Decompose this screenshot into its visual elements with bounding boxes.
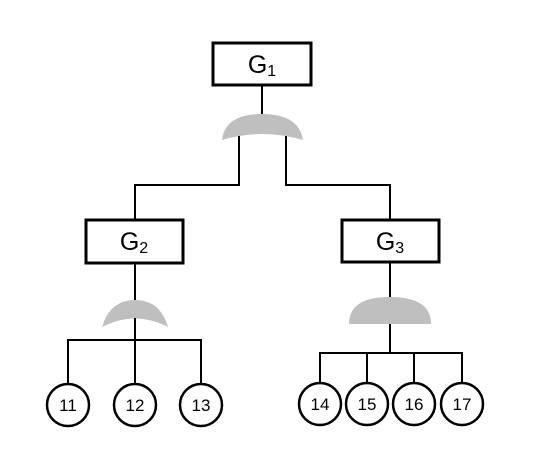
event-label: 16 <box>405 395 424 414</box>
event-label: 11 <box>59 396 77 415</box>
or-gate-g1-icon <box>222 114 303 140</box>
basic-event-15: 15 <box>344 381 390 427</box>
basic-event-17: 17 <box>439 381 485 427</box>
event-label: 12 <box>126 396 145 415</box>
gate-g1-label: G1 <box>248 51 276 80</box>
basic-event-11: 11 <box>45 382 91 428</box>
event-circle <box>439 381 485 427</box>
event-circle <box>391 381 437 427</box>
event-circle <box>344 381 390 427</box>
crescent-gate-g2-icon <box>102 300 168 327</box>
basic-event-12: 12 <box>112 382 158 428</box>
gate-g3-box <box>340 218 441 264</box>
wire-g3-bus <box>319 352 463 383</box>
basic-event-16: 16 <box>391 381 437 427</box>
and-gate-g3-icon <box>349 297 431 324</box>
event-circle <box>178 382 224 428</box>
wire-g1-to-g3 <box>285 136 391 220</box>
event-label: 14 <box>311 395 330 414</box>
event-circle <box>45 382 91 428</box>
event-label: 13 <box>192 396 211 415</box>
wire-g1-to-g2 <box>134 136 240 220</box>
gate-g2-box <box>84 218 185 265</box>
event-circle <box>297 381 343 427</box>
wire-g2-bus <box>67 339 202 384</box>
basic-event-14: 14 <box>297 381 343 427</box>
event-label: 15 <box>358 395 377 414</box>
basic-event-13: 13 <box>178 382 224 428</box>
event-circle <box>112 382 158 428</box>
gate-g3-label: G3 <box>376 228 404 257</box>
event-label: 17 <box>453 395 472 414</box>
gate-g2-label: G2 <box>120 228 148 257</box>
